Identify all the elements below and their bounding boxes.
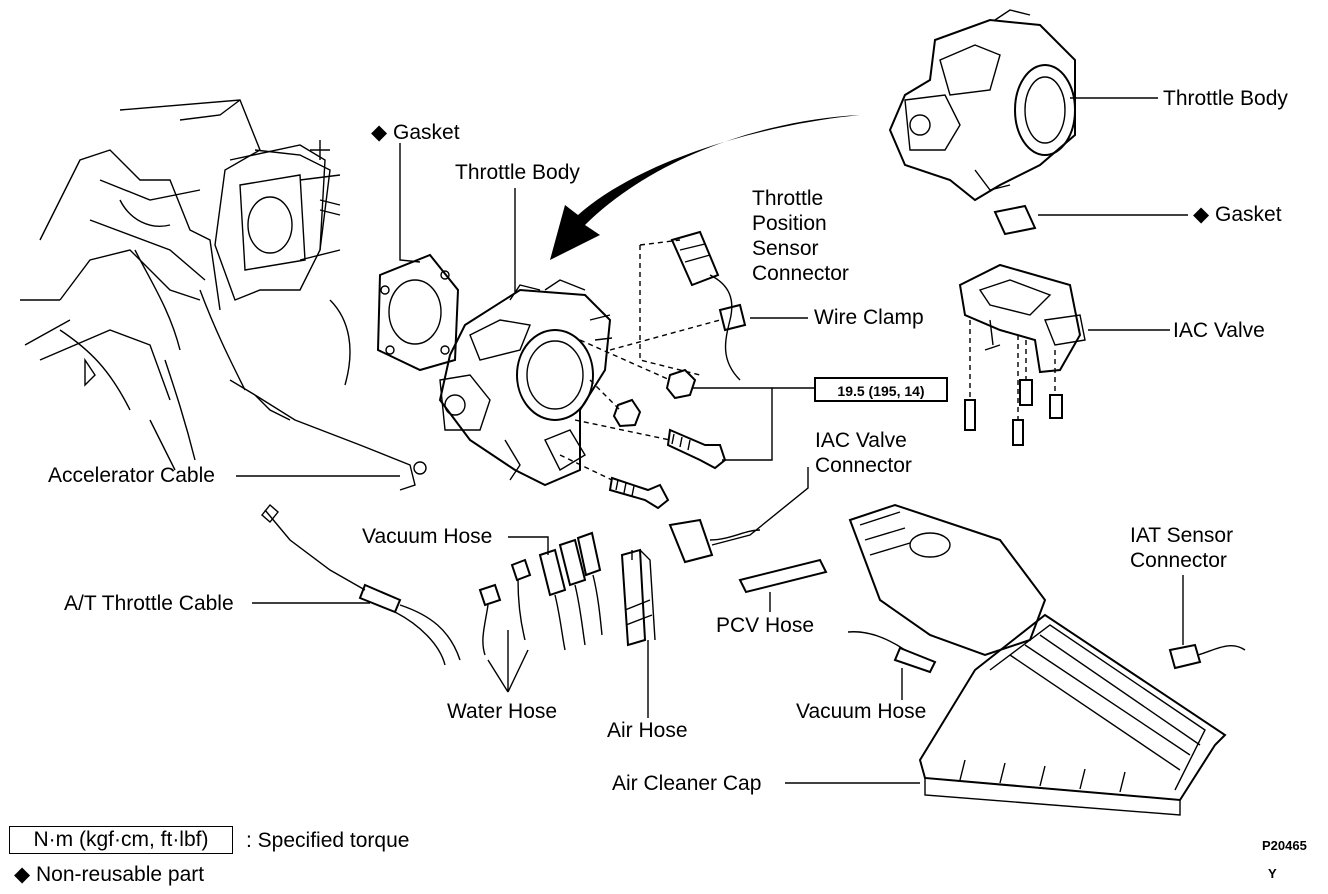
fasteners-center-drawing xyxy=(608,368,727,510)
label-text: Gasket xyxy=(393,121,460,144)
label-water-hose: Water Hose xyxy=(447,700,558,723)
diamond-icon: ◆ xyxy=(1193,203,1210,226)
leader-lines xyxy=(236,97,1188,784)
diamond-icon: ◆ xyxy=(14,863,31,886)
label-line: Connector xyxy=(752,262,849,285)
gasket-right-drawing xyxy=(993,204,1037,236)
label-iat-sensor-connector: IAT Sensor Connector xyxy=(1130,523,1233,573)
pcv-hose-drawing xyxy=(738,558,828,594)
iac-connector-drawing xyxy=(668,518,761,564)
label-at-throttle-cable: A/T Throttle Cable xyxy=(64,592,234,615)
diamond-icon: ◆ xyxy=(371,121,388,144)
label-wire-clamp: Wire Clamp xyxy=(814,306,924,329)
label-pcv-hose: PCV Hose xyxy=(716,614,815,637)
at-throttle-cable-drawing xyxy=(261,503,461,666)
label-vacuum-hose-left: Vacuum Hose xyxy=(362,525,493,548)
label-line: Connector xyxy=(815,454,912,477)
air-cleaner-cap-drawing xyxy=(848,503,1227,816)
label-accelerator-cable: Accelerator Cable xyxy=(48,464,215,487)
label-line: Sensor xyxy=(752,237,819,260)
hoses-drawing xyxy=(478,531,656,656)
vacuum-hose-right-drawing xyxy=(847,631,937,674)
label-gasket-right: ◆ Gasket xyxy=(1193,202,1282,227)
label-tps-connector: Throttle Position Sensor Connector xyxy=(752,186,849,286)
legend-torque-desc: : Specified torque xyxy=(246,829,410,852)
iac-valve-drawing xyxy=(958,263,1086,446)
legend-nonreusable: ◆ Non-reusable part xyxy=(14,862,204,887)
gasket-left-drawing xyxy=(376,253,460,372)
tps-connector-drawing xyxy=(670,230,747,381)
assembly-guide-lines xyxy=(559,239,721,481)
label-air-hose: Air Hose xyxy=(607,719,688,742)
figure-code: P20465 xyxy=(1262,838,1307,853)
label-iac-valve-connector: IAC Valve Connector xyxy=(815,428,912,478)
legend-torque-unit-box: N·m (kgf·cm, ft·lbf) xyxy=(9,826,233,854)
throttle-body-center-drawing xyxy=(438,279,613,487)
label-iac-valve: IAC Valve xyxy=(1173,319,1265,342)
legend-text: Non-reusable part xyxy=(36,863,205,886)
label-line: IAC Valve xyxy=(815,429,907,452)
label-gasket-left: ◆ Gasket xyxy=(371,120,460,145)
throttle-body-right-drawing xyxy=(888,9,1076,202)
iat-connector-drawing xyxy=(1168,643,1246,670)
figure-suffix: Y xyxy=(1268,866,1277,881)
label-throttle-body-right: Throttle Body xyxy=(1163,87,1288,110)
label-air-cleaner-cap: Air Cleaner Cap xyxy=(612,772,762,795)
label-text: Gasket xyxy=(1215,203,1282,226)
label-throttle-body-center: Throttle Body xyxy=(455,161,580,184)
label-line: Connector xyxy=(1130,549,1227,572)
label-vacuum-hose-right: Vacuum Hose xyxy=(796,700,927,723)
label-line: Position xyxy=(752,212,827,235)
intake-manifold-drawing xyxy=(20,99,427,491)
label-line: IAT Sensor xyxy=(1130,524,1234,547)
torque-spec-box: 19.5 (195, 14) xyxy=(814,377,948,402)
label-line: Throttle xyxy=(752,187,824,210)
